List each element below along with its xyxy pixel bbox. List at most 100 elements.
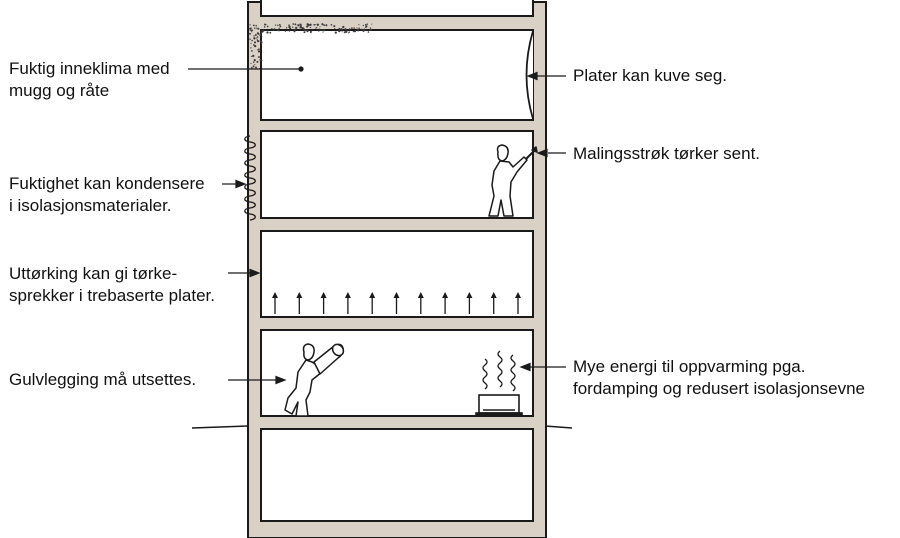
mold-dot: [321, 23, 324, 26]
mold-dot: [262, 29, 265, 32]
mold-dot: [358, 24, 360, 26]
arrow-head: [296, 292, 303, 298]
mold-dot: [315, 27, 318, 29]
label-line: Plater kan kuve seg.: [573, 66, 728, 85]
mold-dot: [257, 50, 261, 53]
pointer-dot: [298, 66, 304, 72]
mold-dot: [250, 66, 253, 69]
steam-wisp: [510, 354, 516, 392]
mold-dot: [256, 32, 259, 35]
mold-dot: [259, 33, 262, 36]
mold-dot: [309, 23, 312, 26]
mold-dot: [369, 28, 372, 31]
mold-dot: [295, 26, 298, 30]
mold-dot: [371, 23, 373, 25]
room-floor-2: [260, 130, 534, 219]
label-line: Gulvlegging må utsettes.: [9, 370, 197, 389]
mold-dot: [318, 28, 321, 30]
mold-dot: [365, 26, 367, 28]
mold-dot: [278, 23, 281, 26]
mold-dot: [254, 34, 257, 36]
mold-dot: [255, 24, 257, 27]
mold-dot: [249, 29, 251, 31]
mold-dot: [252, 24, 255, 27]
label-line: Uttørking kan gi tørke-: [9, 264, 178, 283]
mold-dot: [307, 23, 310, 27]
mold-dot: [341, 31, 343, 33]
mold-dot: [322, 31, 324, 33]
insulation-coil-icon: [244, 135, 256, 221]
mold-dot: [292, 23, 295, 25]
mold-dot: [249, 32, 251, 35]
mold-dot: [311, 30, 313, 32]
arrow-head: [466, 292, 473, 298]
person-carrying-roll-icon: [284, 343, 345, 417]
mold-dot: [259, 58, 262, 61]
mold-dot: [279, 25, 282, 28]
label-heating-energy: Mye energi til oppvarming pga. fordampin…: [573, 356, 865, 400]
mold-dot: [250, 29, 253, 32]
mold-dot: [317, 23, 320, 26]
mold-dot: [299, 28, 301, 30]
label-line: Fuktig inneklima med: [9, 59, 170, 78]
evaporation-arrows: [272, 292, 521, 314]
room-floor-1: [260, 29, 534, 121]
label-flooring-delayed: Gulvlegging må utsettes.: [9, 369, 196, 391]
mold-dot: [348, 28, 351, 31]
mold-dot: [321, 29, 324, 31]
mold-dot: [363, 28, 366, 31]
mold-dot: [249, 24, 251, 26]
mold-dot: [263, 23, 267, 26]
ground-line-right: [544, 425, 573, 429]
mold-dot: [286, 26, 288, 29]
steam-wisp: [482, 358, 488, 390]
label-line: Fuktighet kan kondensere: [9, 174, 205, 193]
mold-dot: [358, 27, 360, 29]
mold-dot: [250, 47, 252, 49]
mold-dot: [254, 27, 256, 29]
label-condensation: Fuktighet kan kondensere i isolasjonsmat…: [9, 173, 205, 217]
mold-dot: [266, 31, 269, 34]
mold-dot: [287, 30, 289, 32]
mold-dot: [353, 27, 356, 29]
mold-dot: [253, 41, 257, 44]
mold-dot: [314, 24, 316, 26]
label-line: i isolasjonsmaterialer.: [9, 196, 172, 215]
mold-dot: [317, 30, 320, 32]
label-line: Mye energi til oppvarming pga.: [573, 357, 806, 376]
steam-wisp: [497, 350, 503, 388]
mold-dot: [320, 29, 322, 31]
mold-dot: [303, 31, 306, 34]
mold-dot: [306, 25, 309, 28]
mold-dot: [323, 29, 325, 32]
pointer-arrowhead: [275, 375, 287, 385]
mold-dot: [252, 54, 255, 58]
mold-dot: [273, 28, 276, 31]
mold-dot: [361, 28, 363, 31]
mold-dot: [256, 49, 258, 51]
mold-dot: [256, 36, 259, 38]
mold-dot: [338, 27, 341, 31]
mold-dot: [364, 24, 367, 26]
mold-dot: [366, 23, 368, 25]
pointer-lines: [188, 66, 566, 385]
mold-dot: [351, 27, 353, 29]
label-line: sprekker i trebaserte plater.: [9, 286, 215, 305]
mold-dot: [288, 30, 291, 32]
mold-dot: [271, 28, 273, 30]
pointer-arrowhead: [235, 179, 247, 189]
mold-dot: [269, 31, 272, 34]
arrow-head: [442, 292, 449, 298]
mold-dot: [367, 31, 370, 33]
pointer-arrowhead: [536, 148, 548, 158]
label-drying-cracks: Uttørking kan gi tørke- sprekker i treba…: [9, 263, 215, 307]
mold-dot: [368, 28, 371, 31]
mold-dot: [253, 37, 256, 40]
arrow-head: [515, 292, 521, 298]
arrow-head: [320, 292, 327, 298]
steam-icon: [482, 350, 516, 392]
mold-dot: [288, 24, 290, 26]
mold-dot: [304, 29, 307, 32]
mold-dot: [256, 37, 258, 39]
